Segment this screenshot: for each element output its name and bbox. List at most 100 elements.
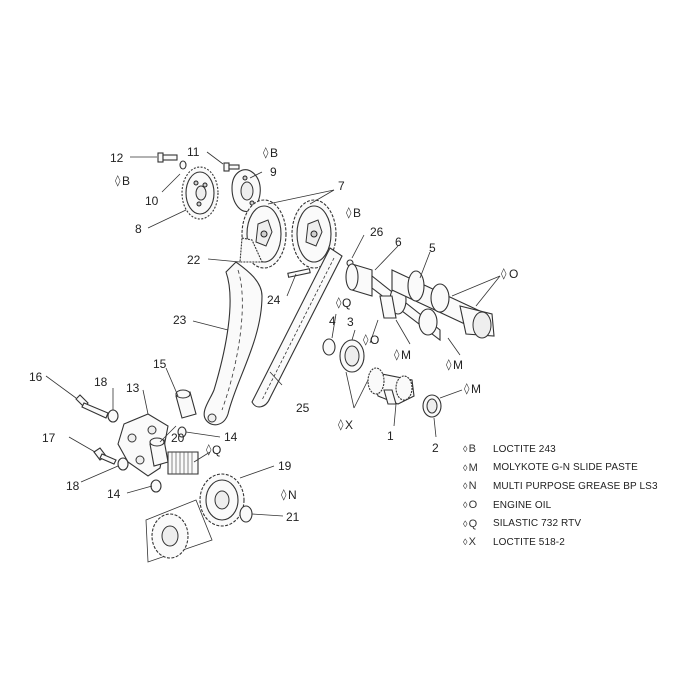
drop-icon: ◊ [501,267,507,280]
drop-icon: ◊ [463,481,468,492]
legend-symbol: ◊N [463,480,493,492]
mark-B-center: B [353,206,361,220]
legend-label: LOCTITE 518-2 [493,536,565,548]
callout-4: 4 [329,314,336,328]
callout-17: 17 [42,431,56,445]
callout-26: 26 [370,225,384,239]
part-21-circlip [239,505,253,523]
callout-numbers: 12 11 10 9 8 7 22 26 6 5 24 23 4 3 25 1 … [29,145,439,524]
lubricant-legend: ◊B LOCTITE 243 ◊M MOLYKOTE G-N SLIDE PAS… [463,440,693,552]
mark-B-top: B [270,146,278,160]
callout-18-bottom: 18 [66,479,80,493]
drop-icon: ◊ [446,358,452,371]
drop-icon: ◊ [346,206,352,219]
part-11-screw [223,162,240,172]
legend-row-Q: ◊Q SILASTIC 732 RTV [463,514,693,533]
drop-icon: ◊ [206,443,212,456]
part-5-camshaft [391,269,495,339]
legend-code: M [468,461,478,474]
callout-24: 24 [267,293,281,307]
callout-2: 2 [432,441,439,455]
callout-14-bottom: 14 [107,487,121,501]
part-16-bolt [75,394,109,419]
callout-15: 15 [153,357,167,371]
callout-21: 21 [286,510,300,524]
part-14-washer-bottom [150,479,162,493]
part-9-plate [231,169,261,212]
callout-3: 3 [347,315,354,329]
drop-icon: ◊ [464,382,470,395]
legend-label: SILASTIC 732 RTV [493,518,582,530]
part-2-bushing [422,394,442,418]
drop-icon: ◊ [463,500,468,511]
mark-M-center: M [401,348,411,362]
part-10-washer [179,160,187,170]
callout-10: 10 [145,194,159,208]
legend-symbol: ◊Q [463,518,493,530]
leader-lines [45,151,501,517]
drop-icon: ◊ [394,348,400,361]
part-15-pin [175,389,197,419]
legend-row-M: ◊M MOLYKOTE G-N SLIDE PASTE [463,459,693,478]
part-18-washer-top [107,409,119,423]
callout-8: 8 [135,222,142,236]
part-4-o-ring [322,338,336,356]
drop-icon: ◊ [463,462,468,473]
part-3-bearing [339,339,365,373]
legend-label: ENGINE OIL [493,499,552,511]
drop-icon: ◊ [463,518,468,529]
drop-icon: ◊ [115,174,121,187]
legend-symbol: ◊M [463,462,493,474]
callout-20: 20 [171,431,185,445]
drop-icon: ◊ [463,444,468,455]
part-17-bolt [93,447,117,465]
lubricant-marks: ◊ B ◊ B ◊ B ◊ O ◊ Q ◊ O ◊ M ◊ M ◊ M ◊ X … [115,146,518,502]
drop-icon: ◊ [338,418,344,431]
legend-label: MOLYKOTE G-N SLIDE PASTE [493,462,638,474]
part-24-pin [287,268,311,278]
callout-19: 19 [278,459,292,473]
callout-6: 6 [395,235,402,249]
mark-X: X [345,418,353,432]
legend-row-N: ◊N MULTI PURPOSE GREASE BP LS3 [463,477,693,496]
mark-Q-top: Q [342,296,351,310]
legend-symbol: ◊O [463,499,493,511]
part-22-chain [239,237,263,263]
legend-label: LOCTITE 243 [493,443,556,455]
part-20-needle-bearing [167,451,199,475]
callout-1: 1 [387,429,394,443]
callout-22: 22 [187,253,201,267]
mark-M-right: M [453,358,463,372]
legend-code: B [468,443,476,456]
part-8-gear [181,166,219,220]
callout-18-top: 18 [94,375,108,389]
legend-row-O: ◊O ENGINE OIL [463,496,693,515]
mark-B-left: B [122,174,130,188]
part-7-sprocket-right [291,199,337,269]
callout-5: 5 [429,241,436,255]
part-23-tensioner-blade [203,261,263,426]
drop-icon: ◊ [463,537,468,548]
drop-icon: ◊ [363,333,369,346]
callout-13: 13 [126,381,140,395]
part-12-bolt [157,152,178,163]
drop-icon: ◊ [263,146,269,159]
drop-icon: ◊ [336,296,342,309]
part-1-gear-shaft [367,367,415,405]
mark-M-bearing: M [471,382,481,396]
legend-code: X [468,536,476,549]
drop-icon: ◊ [281,488,287,501]
mark-O-center: O [370,333,379,347]
detail-inset-gear [145,499,213,563]
legend-symbol: ◊X [463,536,493,548]
mark-Q-bottom: Q [212,443,221,457]
legend-code: N [468,480,477,493]
legend-row-B: ◊B LOCTITE 243 [463,440,693,459]
part-18-washer-bottom [117,457,129,471]
callout-9: 9 [270,165,277,179]
callout-11: 11 [187,145,200,159]
mark-O-right: O [509,267,518,281]
legend-symbol: ◊B [463,443,493,455]
callout-16: 16 [29,370,43,384]
